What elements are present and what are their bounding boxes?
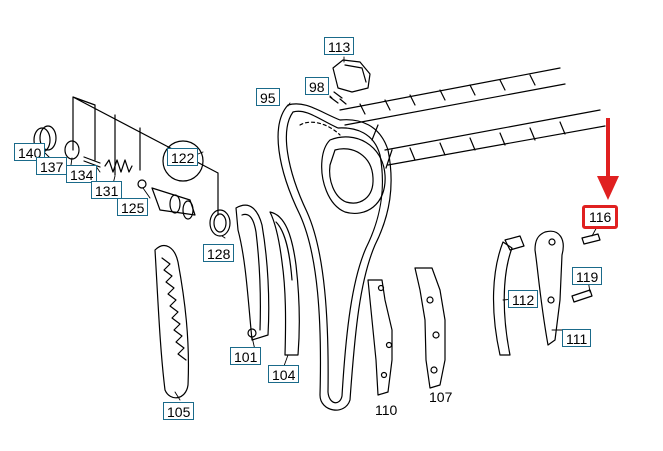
tensioner-lever-111-part xyxy=(534,230,564,346)
guide-rail-101-part xyxy=(235,204,270,341)
part-label-110: 110 xyxy=(375,402,398,418)
part-label-105: 105 xyxy=(163,402,195,420)
part-label-125: 125 xyxy=(117,198,149,216)
part-label-119: 119 xyxy=(572,267,603,285)
camshaft-sprocket-part xyxy=(321,136,386,214)
part-label-116-highlighted: 116 xyxy=(582,205,619,229)
part-label-137: 137 xyxy=(36,157,68,175)
tensioner-rail-112-part xyxy=(492,235,525,356)
timing-chain-part xyxy=(277,103,392,411)
pin-116-part xyxy=(581,233,601,245)
part-label-140: 140 xyxy=(14,143,46,161)
guide-107-part xyxy=(414,267,446,389)
part-label-111: 111 xyxy=(562,329,592,347)
part-label-98: 98 xyxy=(305,77,329,95)
part-label-104: 104 xyxy=(268,365,300,383)
part-label-107: 107 xyxy=(429,389,453,405)
part-label-131: 131 xyxy=(91,181,123,199)
part-label-95: 95 xyxy=(256,88,280,106)
guide-110-part xyxy=(367,279,393,396)
part-label-101: 101 xyxy=(230,347,262,365)
part-label-128: 128 xyxy=(203,244,235,262)
part-label-112: 112 xyxy=(508,290,539,308)
tensioner-housing-part xyxy=(332,59,371,93)
red-arrow-icon xyxy=(597,118,619,200)
bolts-part xyxy=(329,91,347,105)
part-label-134: 134 xyxy=(66,165,98,183)
guide-rail-104-part xyxy=(269,211,300,356)
pin-119-part xyxy=(571,289,593,303)
leader-lines xyxy=(43,56,599,401)
chain-tensioner-assembly xyxy=(33,96,231,237)
part-label-113: 113 xyxy=(324,37,355,55)
guide-rail-105-part xyxy=(154,245,190,399)
part-label-122: 122 xyxy=(167,148,199,166)
camshaft-drawing xyxy=(339,67,606,169)
